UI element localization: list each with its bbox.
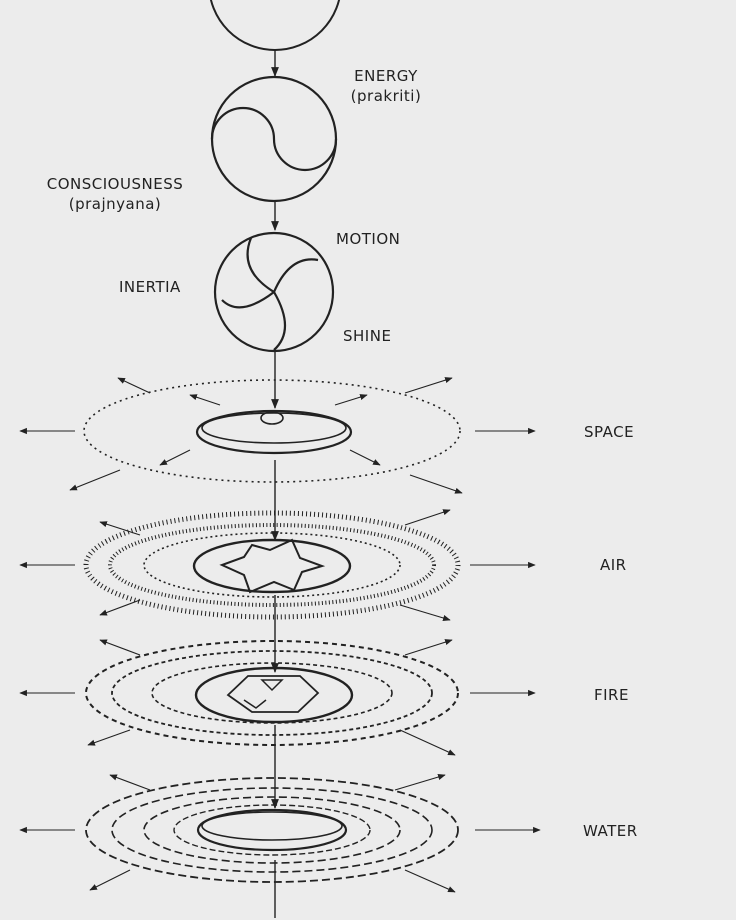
fire-label: FIRE [594, 685, 629, 705]
space-label: SPACE [584, 422, 634, 442]
motion-label: MOTION [336, 229, 400, 249]
shine-label: SHINE [343, 326, 391, 346]
duality-circle [212, 77, 336, 201]
top-circle [209, 0, 341, 50]
radiating-arrows [20, 378, 540, 892]
fire-layer [86, 641, 458, 745]
air-layer [86, 513, 458, 617]
energy-sub-label: (prakriti) [351, 86, 422, 106]
space-layer [84, 380, 460, 482]
inertia-label: INERTIA [119, 277, 181, 297]
consciousness-label: CONSCIOUSNESS [47, 174, 183, 194]
water-layer [86, 778, 458, 882]
consciousness-sub-label: (prajnyana) [69, 194, 162, 214]
triskele-circle [215, 233, 333, 351]
air-label: AIR [600, 555, 627, 575]
water-label: WATER [583, 821, 638, 841]
energy-label: ENERGY [354, 66, 418, 86]
